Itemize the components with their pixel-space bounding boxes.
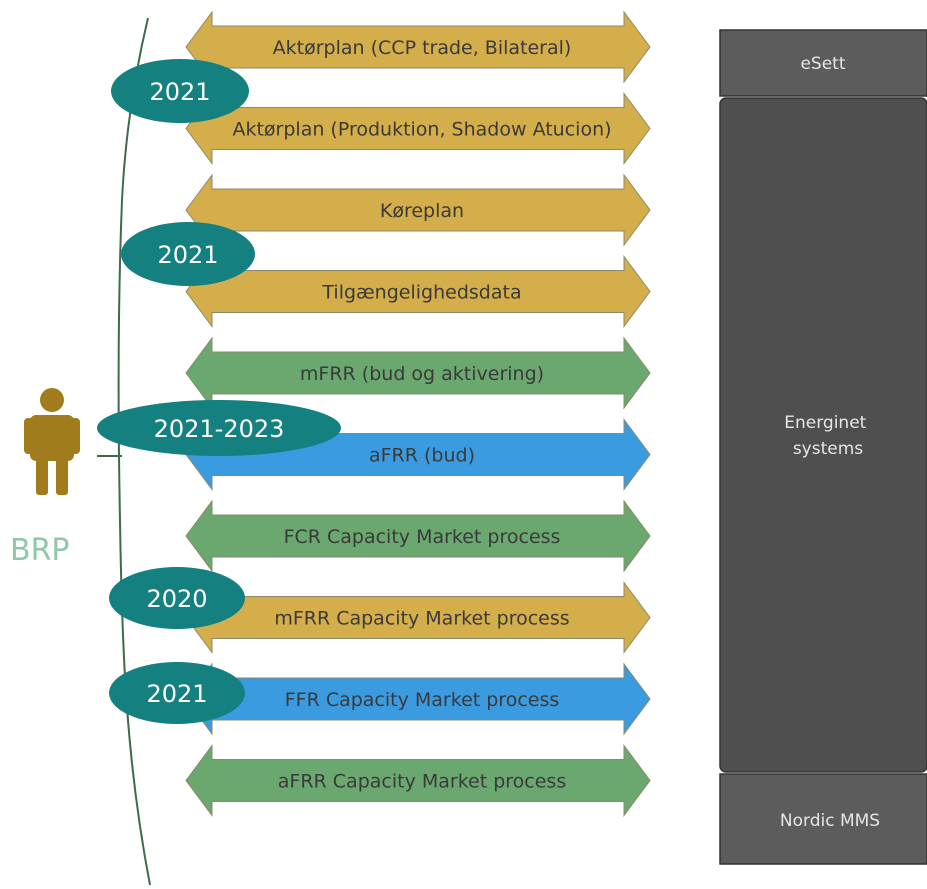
process-arrow xyxy=(185,743,651,818)
year-badge xyxy=(111,59,249,123)
year-badge xyxy=(97,400,341,456)
process-arrow-label: aFRR (bud) xyxy=(369,445,475,467)
process-arrow-label: Aktørplan (Produktion, Shadow Atucion) xyxy=(232,119,611,141)
process-arrow-label: Aktørplan (CCP trade, Bilateral) xyxy=(273,37,572,59)
year-badge-label: 2021 xyxy=(157,241,218,269)
year-badge-label: 2020 xyxy=(146,585,207,613)
year-badge-label: 2021 xyxy=(146,680,207,708)
year-badge xyxy=(109,567,245,629)
system-nordic-mms: Nordic MMS xyxy=(719,773,927,865)
system-label-esett: eSett xyxy=(800,54,845,74)
process-arrow-label: FFR Capacity Market process xyxy=(285,689,560,711)
year-badge-label: 2021 xyxy=(149,78,210,106)
process-arrow-label: mFRR Capacity Market process xyxy=(274,608,569,630)
process-arrow-label: mFRR (bud og aktivering) xyxy=(300,363,544,385)
process-arrow-label: Tilgængelighedsdata xyxy=(321,282,521,304)
actor-lifeline xyxy=(117,17,151,886)
year-badge xyxy=(121,222,255,286)
year-badge-label: 2021-2023 xyxy=(154,415,285,443)
system-label-nordic-mms: Nordic MMS xyxy=(780,811,880,831)
actor-label: BRP xyxy=(10,533,70,568)
process-arrow-label: aFRR Capacity Market process xyxy=(278,771,566,793)
process-arrow-label: Køreplan xyxy=(380,200,464,222)
arrows-layer: Aktørplan (CCP trade, Bilateral) Aktørpla… xyxy=(185,10,651,818)
system-energinet: Energinet systems xyxy=(719,97,927,773)
process-arrow xyxy=(185,336,651,410)
system-label-energinet: Energinet systems xyxy=(784,413,871,459)
year-badge xyxy=(109,662,245,724)
process-arrow xyxy=(185,499,651,573)
system-esett: eSett xyxy=(719,29,927,97)
badges-layer: 2021 2021 2021-2023 2020 2021 xyxy=(97,59,341,724)
person-icon xyxy=(24,388,80,495)
process-arrow-label: FCR Capacity Market process xyxy=(284,526,561,548)
